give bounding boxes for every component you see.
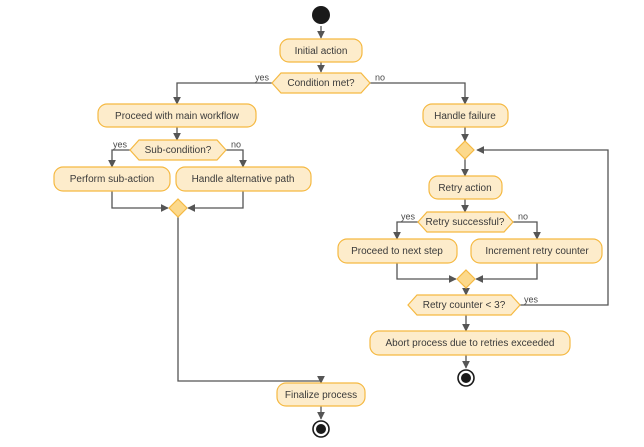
activity-node-proceed-main-workflow[interactable]: Proceed with main workflow <box>97 103 257 128</box>
decision-label-sub-condition: Sub-condition? <box>145 145 212 156</box>
decision-node-retry-successful[interactable]: Retry successful? <box>417 211 514 233</box>
edge-condition-no-to-handle-failure <box>370 82 469 105</box>
edge-perform-to-merge-left <box>111 191 169 212</box>
edge-retry-no-to-increment <box>513 221 541 240</box>
edge-condition-yes-to-proceed-main <box>173 82 272 105</box>
final-node-right[interactable] <box>457 369 475 387</box>
merge-node-left[interactable] <box>168 198 188 218</box>
activity-label-perform-sub-action: Perform sub-action <box>70 174 154 185</box>
decision-node-retry-counter-lt3[interactable]: Retry counter < 3? <box>407 294 521 316</box>
guard-label-retry-no: no <box>518 211 528 221</box>
decision-label-condition-met: Condition met? <box>287 78 355 89</box>
edge-counter-yes-loop-back <box>476 146 609 306</box>
activity-node-proceed-next-step[interactable]: Proceed to next step <box>337 238 458 264</box>
guard-label-condition-no: no <box>375 72 385 82</box>
activity-node-increment-retry-counter[interactable]: Increment retry counter <box>470 238 603 264</box>
edge-sub-condition-no-to-alternative <box>226 149 247 168</box>
final-node-left[interactable] <box>312 420 330 438</box>
activity-label-proceed-main-workflow: Proceed with main workflow <box>115 111 240 122</box>
activity-label-proceed-next-step: Proceed to next step <box>351 246 443 257</box>
guard-label-condition-yes: yes <box>255 72 270 82</box>
edge-merge-left-to-finalize <box>177 217 325 384</box>
decision-label-retry-successful: Retry successful? <box>426 217 505 228</box>
activity-label-handle-failure: Handle failure <box>434 111 496 122</box>
activity-node-finalize-process[interactable]: Finalize process <box>276 382 366 407</box>
initial-node[interactable] <box>312 6 330 24</box>
edge-alternative-to-merge-left <box>187 191 244 212</box>
decision-node-sub-condition[interactable]: Sub-condition? <box>129 139 227 161</box>
edge-sub-condition-yes-to-perform <box>108 149 130 168</box>
activity-node-perform-sub-action[interactable]: Perform sub-action <box>53 166 171 192</box>
activity-node-retry-action[interactable]: Retry action <box>428 175 503 200</box>
activity-node-initial-action[interactable]: Initial action <box>279 38 363 63</box>
activity-node-abort-process[interactable]: Abort process due to retries exceeded <box>369 330 571 356</box>
merge-node-retry-bottom[interactable] <box>456 269 476 289</box>
activity-label-handle-alternative-path: Handle alternative path <box>192 174 295 185</box>
activity-label-retry-action: Retry action <box>438 183 491 194</box>
activity-node-handle-alternative-path[interactable]: Handle alternative path <box>175 166 312 192</box>
edge-proceed-next-to-merge-bottom <box>396 263 457 283</box>
decision-label-retry-counter-lt3: Retry counter < 3? <box>423 300 506 311</box>
activity-label-abort-process: Abort process due to retries exceeded <box>386 338 555 349</box>
activity-label-increment-retry-counter: Increment retry counter <box>485 246 589 257</box>
edge-increment-to-merge-bottom <box>475 263 538 283</box>
guard-label-sub-condition-no: no <box>231 139 241 149</box>
guard-label-sub-condition-yes: yes <box>113 139 128 149</box>
guard-label-counter-yes: yes <box>524 294 539 304</box>
activity-label-finalize-process: Finalize process <box>285 390 357 401</box>
edge-retry-yes-to-proceed-next <box>393 221 418 240</box>
activity-label-initial-action: Initial action <box>295 46 348 57</box>
merge-node-retry[interactable] <box>455 140 475 160</box>
decision-node-condition-met[interactable]: Condition met? <box>271 72 371 94</box>
activity-node-handle-failure[interactable]: Handle failure <box>422 103 509 128</box>
guard-label-retry-yes: yes <box>401 211 416 221</box>
edges <box>108 26 609 420</box>
